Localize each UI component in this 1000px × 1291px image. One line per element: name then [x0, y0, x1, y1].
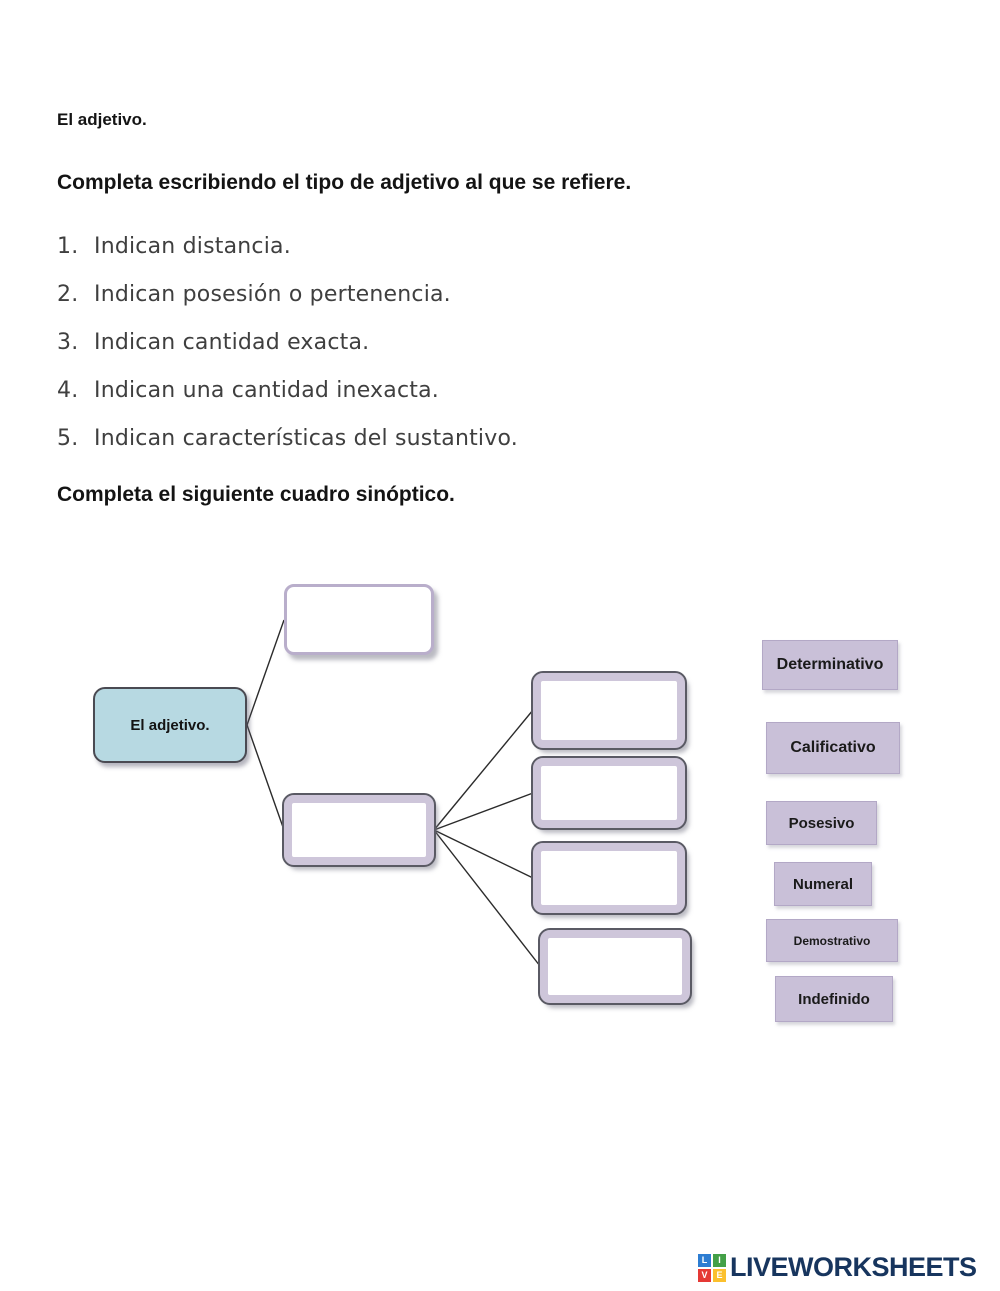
question-number: 5.: [57, 425, 79, 451]
answer-box-right-4[interactable]: [538, 928, 692, 1005]
question-number: 3.: [57, 329, 79, 355]
word-bank-item-numeral: Numeral: [774, 862, 872, 906]
question-item: 4. Indican una cantidad inexacta.: [57, 366, 518, 414]
instruction-2: Completa el siguiente cuadro sinóptico.: [57, 483, 455, 506]
diagram-root-node: El adjetivo.: [93, 687, 247, 763]
question-list: 1. Indican distancia. 2. Indican posesió…: [57, 222, 518, 462]
answer-box-right-2[interactable]: [531, 756, 687, 830]
worksheet-title: El adjetivo.: [57, 110, 147, 129]
question-text: Indican distancia.: [94, 233, 291, 259]
word-bank-item-calificativo: Calificativo: [766, 722, 900, 774]
question-text: Indican una cantidad inexacta.: [94, 377, 439, 403]
answer-box-top[interactable]: [284, 584, 434, 655]
logo-square-v: V: [698, 1268, 711, 1282]
question-number: 4.: [57, 377, 79, 403]
logo-square-e: E: [713, 1268, 726, 1282]
answer-box-right-1[interactable]: [531, 671, 687, 750]
question-item: 3. Indican cantidad exacta.: [57, 318, 518, 366]
answer-box-middle[interactable]: [282, 793, 436, 867]
brand-name: LIVEWORKSHEETS: [730, 1252, 977, 1282]
instruction-1: Completa escribiendo el tipo de adjetivo…: [57, 171, 632, 194]
word-bank-item-determinativo: Determinativo: [762, 640, 898, 690]
question-number: 2.: [57, 281, 79, 307]
word-bank-item-indefinido: Indefinido: [775, 976, 893, 1022]
logo-square-l: L: [698, 1253, 711, 1267]
word-bank-item-posesivo: Posesivo: [766, 801, 877, 845]
question-text: Indican cantidad exacta.: [94, 329, 370, 355]
question-text: Indican características del sustantivo.: [94, 425, 518, 451]
answer-box-right-3[interactable]: [531, 841, 687, 915]
liveworksheets-icon: L I V E: [698, 1253, 726, 1282]
question-text: Indican posesión o pertenencia.: [94, 281, 451, 307]
logo-square-i: I: [713, 1253, 726, 1267]
question-item: 1. Indican distancia.: [57, 222, 518, 270]
question-item: 2. Indican posesión o pertenencia.: [57, 270, 518, 318]
question-item: 5. Indican características del sustantiv…: [57, 414, 518, 462]
liveworksheets-logo: L I V E LIVEWORKSHEETS: [698, 1252, 977, 1283]
word-bank-item-demostrativo: Demostrativo: [766, 919, 898, 962]
question-number: 1.: [57, 233, 79, 259]
